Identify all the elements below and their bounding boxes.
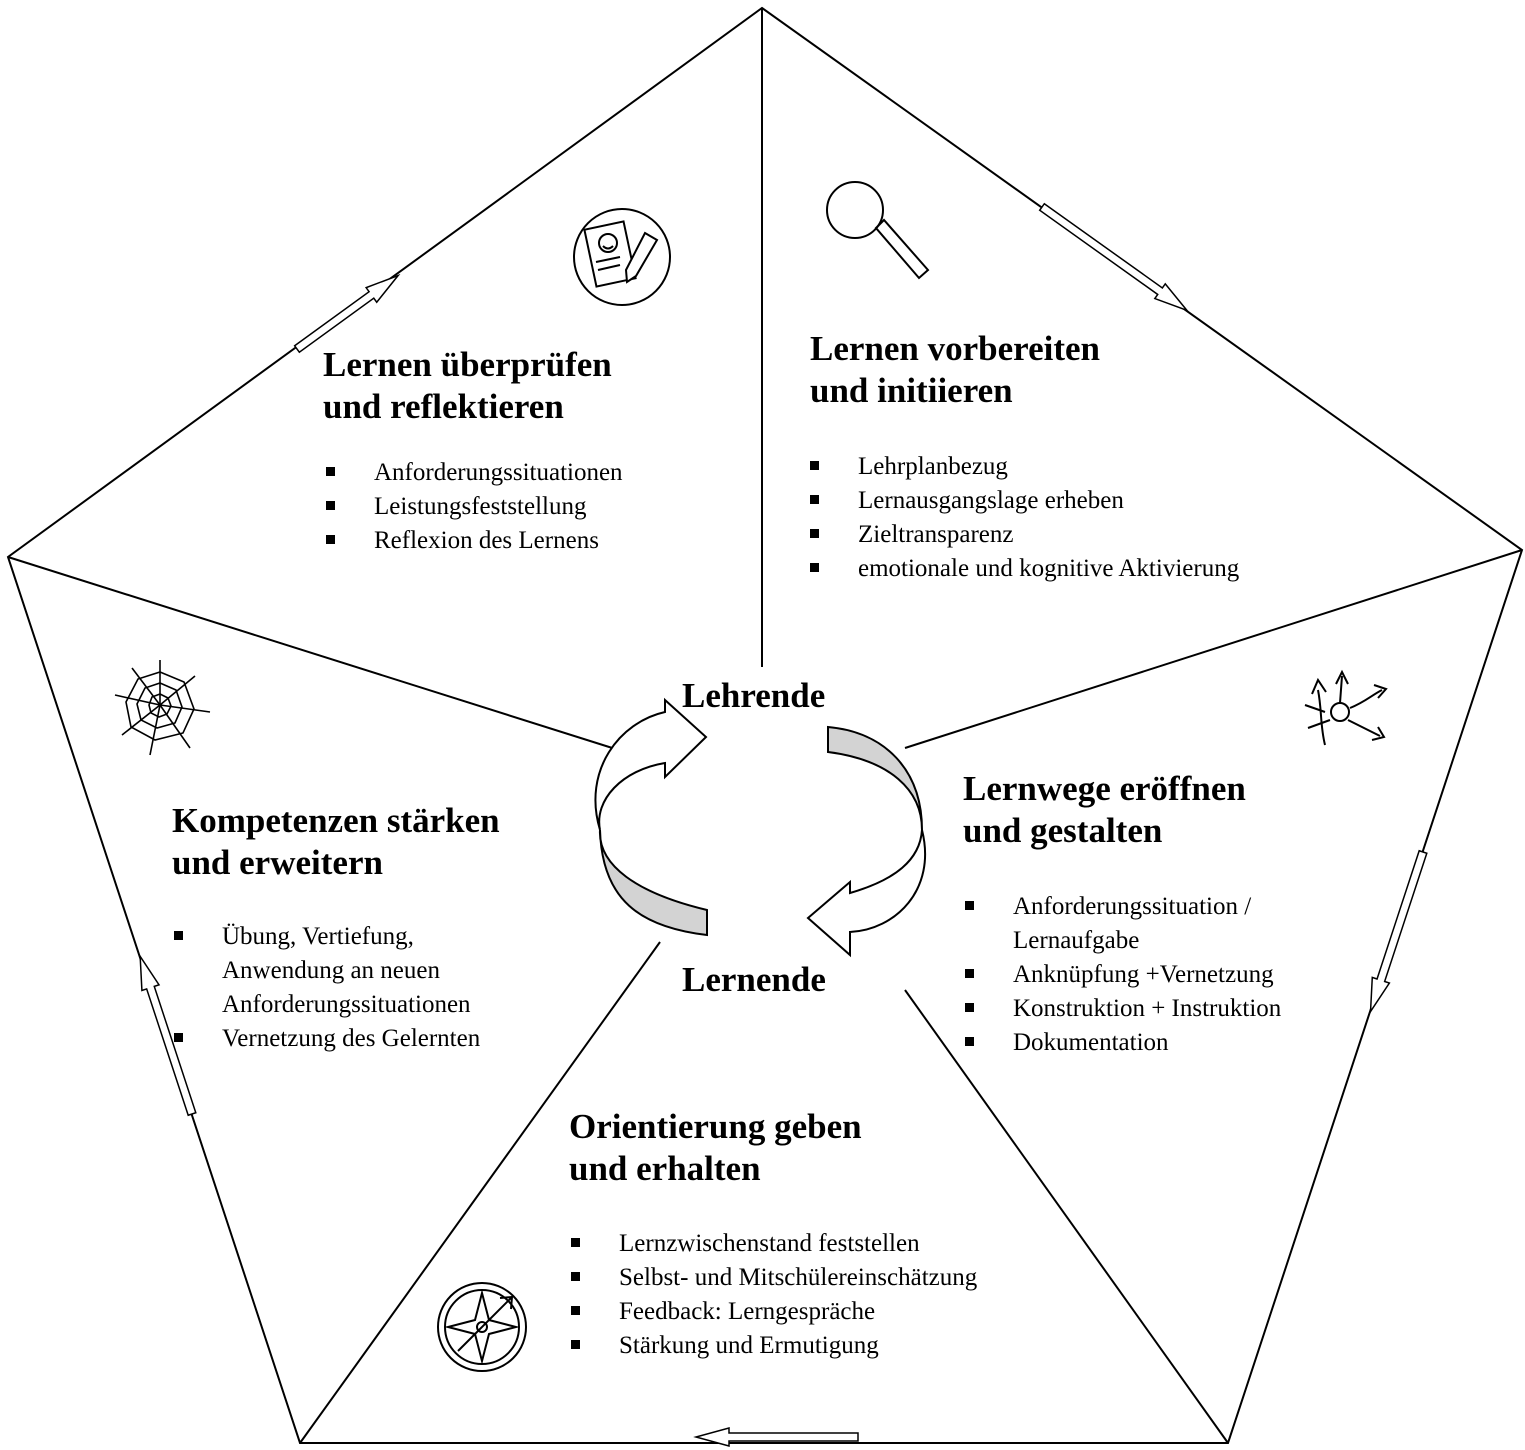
divider-left [7,556,626,753]
center-label-lehrende: Lehrende [682,676,826,715]
section-kompetenzen-title-line1: Kompetenzen stärken [172,801,500,840]
section-lernwege-title-line2: und gestalten [963,811,1163,850]
edge-arrow-right [1369,849,1428,1015]
list-item: Lernausgangslage erheben [810,484,1239,518]
list-item: Lernzwischenstand feststellen [571,1227,977,1261]
section-orientierung-title-line1: Orientierung geben [569,1107,862,1146]
list-item: emotionale und kognitive Aktivierung [810,552,1239,586]
section-orientierung-list: Lernzwischenstand feststellen Selbst- un… [571,1227,977,1363]
list-item: Lehrplanbezug [810,450,1239,484]
center-label-lernende: Lernende [682,960,826,999]
section-kompetenzen-title-line2: und erweitern [172,843,383,882]
list-item: Konstruktion + Instruktion [965,992,1281,1026]
compass-icon [437,1282,527,1372]
section-ueberpruefen-title-line1: Lernen überprüfen [323,345,612,384]
section-vorbereiten-title-line2: und initiieren [810,371,1013,410]
section-vorbereiten-title: Lernen vorbereiten und initiieren [810,328,1100,412]
section-kompetenzen-title: Kompetenzen stärken und erweitern [172,800,500,884]
section-ueberpruefen-list: Anforderungssituationen Leistungsfestste… [326,456,623,558]
section-kompetenzen-list: Übung, Vertiefung, Anwendung an neuen An… [174,920,519,1056]
divider-right [904,549,1523,749]
list-item: Reflexion des Lernens [326,524,623,558]
section-orientierung-title-line2: und erhalten [569,1149,761,1188]
divider-bottom-right [904,989,1229,1444]
section-ueberpruefen-title-line2: und reflektieren [323,387,564,426]
pentagon-outline [6,6,1524,1444]
section-lernwege-title: Lernwege eröffnen und gestalten [963,768,1246,852]
section-lernwege-list: Anforderungssituation / Lernaufgabe Ankn… [965,890,1281,1060]
cycle-arrow-teacher [594,697,708,831]
section-vorbereiten-title-line1: Lernen vorbereiten [810,329,1100,368]
list-item: Anforderungssituation / Lernaufgabe [965,890,1270,958]
section-vorbereiten-list: Lehrplanbezug Lernausgangslage erheben Z… [810,450,1239,586]
edge-arrow-top-left [293,273,401,354]
cycle-band-right [827,725,923,831]
spider-web-icon [114,660,211,756]
edge-arrow-top-right [1038,202,1190,313]
list-item: Selbst- und Mitschülereinschätzung [571,1261,977,1295]
list-item: Zieltransparenz [810,518,1239,552]
section-lernwege-title-line1: Lernwege eröffnen [963,769,1246,808]
cycle-arrow-learner [806,829,927,958]
list-item: Leistungsfeststellung [326,490,623,524]
branching-arrows-icon [1304,669,1388,746]
section-orientierung-title: Orientierung geben und erhalten [569,1106,862,1190]
cycle-band-left [598,829,708,937]
list-item: Übung, Vertiefung, Anwendung an neuen An… [174,920,519,1022]
section-ueberpruefen-title: Lernen überprüfen und reflektieren [323,344,612,428]
list-item: Anforderungssituationen [326,456,623,490]
list-item: Stärkung und Ermutigung [571,1329,977,1363]
list-item: Vernetzung des Gelernten [174,1022,519,1056]
divider-bottom-left [299,941,661,1444]
list-item: Dokumentation [965,1026,1270,1060]
list-item: Anknüpfung +Vernetzung [965,958,1274,992]
edge-arrow-bottom [693,1427,859,1447]
list-item: Feedback: Lerngespräche [571,1295,977,1329]
magnifier-icon [826,181,930,280]
edge-arrow-left [139,953,197,1117]
test-sheet-pencil-icon [573,208,671,306]
